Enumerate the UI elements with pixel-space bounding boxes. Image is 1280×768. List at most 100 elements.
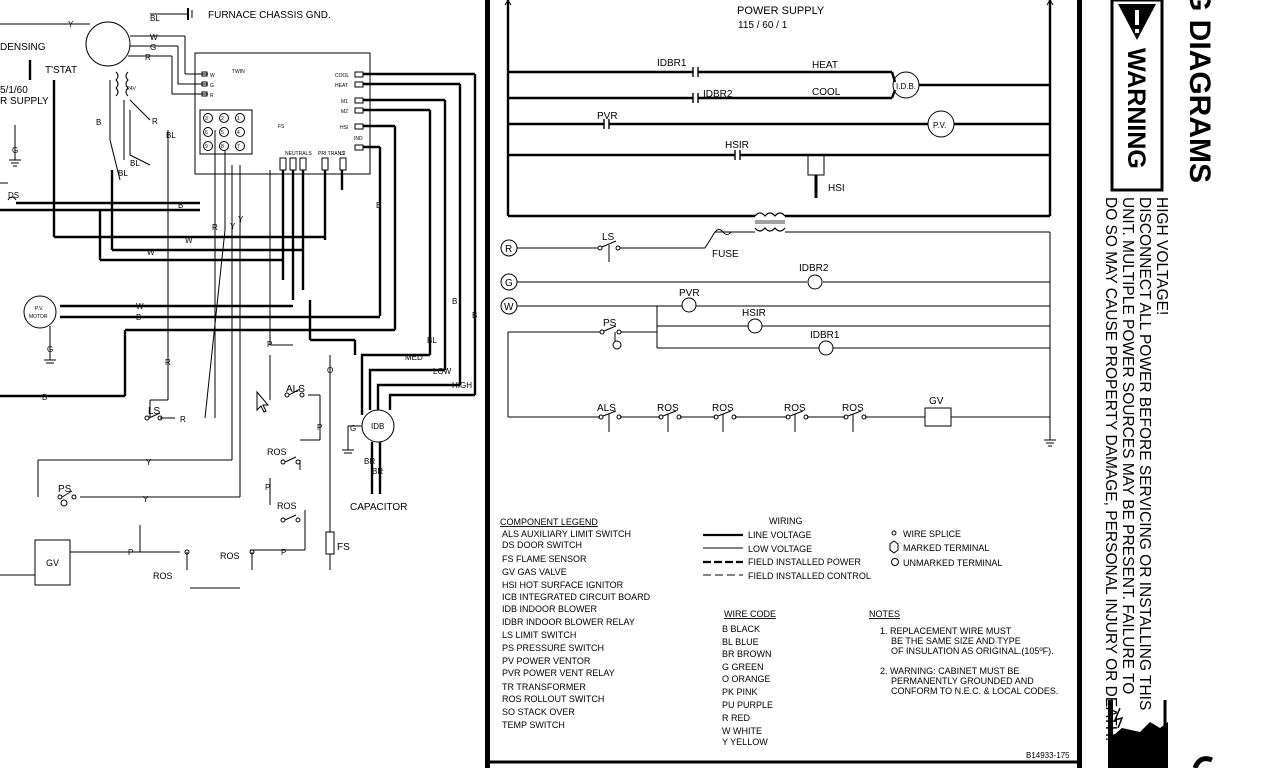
svg-text:LOW VOLTAGE: LOW VOLTAGE [748,544,812,554]
notes: NOTES 1. REPLACEMENT WIRE MUST BE THE SA… [869,609,1058,696]
side-warning-panel: G DIAGRAMS WARNING HIGH VOLTAGE! DISCONN… [1102,0,1216,768]
svg-text:SO STACK OVER: SO STACK OVER [502,707,575,717]
svg-text:HSIR: HSIR [742,308,766,319]
svg-text:W WHITE: W WHITE [722,726,762,736]
svg-text:R: R [210,93,214,99]
svg-text:3: 3 [205,116,208,122]
svg-text:R RED: R RED [722,713,751,723]
svg-text:O ORANGE: O ORANGE [722,674,771,684]
svg-text:TR TRANSFORMER: TR TRANSFORMER [502,682,586,692]
svg-text:TWIN: TWIN [232,69,245,75]
svg-text:PS: PS [58,484,72,495]
svg-text:W: W [504,302,514,313]
svg-text:R: R [505,244,512,255]
svg-text:ROS ROLLOUT SWITCH: ROS ROLLOUT SWITCH [502,694,604,704]
svg-text:DS: DS [8,191,19,200]
svg-text:5: 5 [221,130,224,136]
svg-text:ALS AUXILIARY LIMIT SWITCH: ALS AUXILIARY LIMIT SWITCH [502,529,631,539]
svg-text:CAPACITOR: CAPACITOR [350,502,407,513]
warning-box [1110,0,1164,192]
svg-text:1: 1 [237,116,240,122]
svg-text:G: G [12,146,18,155]
svg-text:WIRE CODE: WIRE CODE [724,609,776,619]
section-heading: G DIAGRAMS [1183,0,1216,183]
tstat-label: T'STAT [45,65,77,76]
svg-text:I.D.B.: I.D.B. [896,82,916,91]
svg-text:ROS: ROS [267,447,287,457]
svg-text:HIGH VOLTAGE!: HIGH VOLTAGE! [1153,197,1170,315]
svg-text:GV GAS VALVE: GV GAS VALVE [502,567,567,577]
svg-text:ROS: ROS [220,551,240,561]
svg-text:2. WARNING: CABINET MUST BE: 2. WARNING: CABINET MUST BE [880,666,1019,676]
svg-text:FUSE: FUSE [712,249,739,260]
svg-text:5/1/60: 5/1/60 [0,85,28,96]
svg-text:PS: PS [603,318,617,329]
svg-text:DO SO MAY CAUSE PROPERTY DAMAG: DO SO MAY CAUSE PROPERTY DAMAGE, PERSONA… [1102,197,1119,741]
svg-text:P: P [128,548,133,557]
svg-text:IDBR2: IDBR2 [799,263,829,274]
svg-text:ROS: ROS [842,403,864,414]
svg-text:G: G [47,345,53,354]
svg-text:8: 8 [221,144,224,150]
svg-text:WIRING: WIRING [769,516,803,526]
svg-text:FS FLAME SENSOR: FS FLAME SENSOR [502,554,587,564]
ladder-labels: POWER SUPPLY 115 / 60 / 1 IDBR1 IDBR2 HE… [504,5,946,414]
svg-text:BL BLUE: BL BLUE [722,637,759,647]
svg-text:FS: FS [278,124,285,130]
svg-text:HSI: HSI [828,183,845,194]
ladder-switch-symbols [598,410,867,432]
svg-text:HIGH: HIGH [452,381,472,390]
hazard-triangle-icon [1118,4,1156,40]
svg-text:UNIT. MULTIPLE POWER SOURCES: UNIT. MULTIPLE POWER SOURCES MAY BE PRES… [1119,197,1136,694]
component-legend: COMPONENT LEGEND ALS AUXILIARY LIMIT SWI… [500,517,651,730]
svg-text:W: W [136,302,144,311]
svg-text:ROS: ROS [712,403,734,414]
svg-text:PRI TRANS: PRI TRANS [318,151,345,157]
svg-text:IDB: IDB [371,422,384,431]
svg-text:PVR: PVR [597,111,618,122]
svg-text:BR BROWN: BR BROWN [722,649,772,659]
condensing-label: DENSING [0,42,46,53]
svg-text:W: W [147,248,155,257]
svg-text:PS PRESSURE SWITCH: PS PRESSURE SWITCH [502,643,604,653]
flame-sensor [325,531,335,555]
pin-connector [199,109,253,155]
svg-text:G: G [210,83,214,89]
svg-text:GV: GV [929,396,944,407]
svg-text:HEAT: HEAT [812,60,838,71]
svg-text:MARKED TERMINAL: MARKED TERMINAL [903,543,989,553]
svg-text:ROS: ROS [277,501,297,511]
power-supply-label: POWER SUPPLY [737,5,825,17]
svg-text:4: 4 [237,130,240,136]
svg-text:R: R [212,223,218,232]
svg-text:L2: L2 [340,151,346,157]
svg-text:PU PURPLE: PU PURPLE [722,700,773,710]
svg-text:Y: Y [146,458,152,467]
svg-text:PV POWER VENTOR: PV POWER VENTOR [502,656,591,666]
svg-text:R: R [145,53,151,62]
svg-text:PERMANENTLY GROUNDED AND: PERMANENTLY GROUNDED AND [891,676,1034,686]
svg-text:COOL: COOL [812,87,841,98]
svg-text:B: B [42,393,47,402]
ladder-diagram [500,0,1056,447]
svg-text:G: G [505,278,513,289]
svg-text:P: P [281,548,286,557]
svg-text:ROS: ROS [784,403,806,414]
svg-text:GV: GV [46,558,59,568]
svg-text:ALS: ALS [286,384,305,395]
svg-text:PVR POWER VENT RELAY: PVR POWER VENT RELAY [502,668,615,678]
svg-text:ROS: ROS [153,571,173,581]
left-schematic [0,8,477,589]
svg-text:ROS: ROS [657,403,679,414]
svg-text:ICB INTEGRATED CIRCUIT BOARD: ICB INTEGRATED CIRCUIT BOARD [502,592,651,602]
svg-text:COOL: COOL [335,73,349,79]
svg-text:TEMP SWITCH: TEMP SWITCH [502,720,565,730]
svg-text:LS: LS [148,406,161,417]
panel-divider-left [485,0,490,768]
svg-text:B: B [472,311,477,320]
svg-text:LS: LS [602,232,615,243]
svg-text:FS: FS [337,542,350,553]
svg-text:G GREEN: G GREEN [722,662,764,672]
svg-text:BL: BL [427,336,437,345]
svg-text:BR: BR [372,467,383,476]
